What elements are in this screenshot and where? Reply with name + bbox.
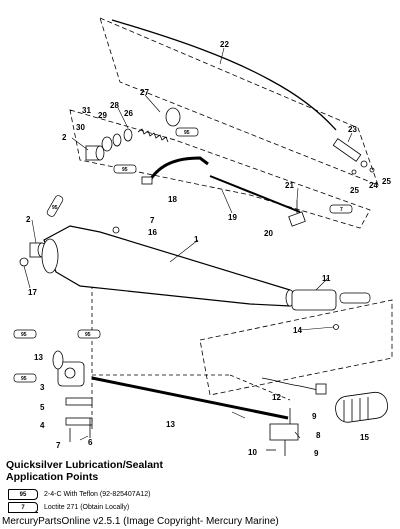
callout-1: 1 xyxy=(194,235,199,244)
tube-icon-5 xyxy=(13,329,37,339)
dashed-envelope-cable xyxy=(99,17,379,186)
screw-24 xyxy=(360,160,368,168)
tube-icon-7 xyxy=(77,329,101,339)
tube-icon-4 xyxy=(329,204,353,214)
callout-18: 18 xyxy=(168,195,177,204)
legend-title-line2: Application Points xyxy=(6,471,99,483)
callout-7b: 7 xyxy=(56,441,61,450)
tube-label-4: 7 xyxy=(340,207,343,213)
tube-icon-6 xyxy=(13,373,37,383)
dashed-leader-lower xyxy=(91,285,291,430)
dashed-envelope-housing xyxy=(69,109,371,229)
plate-4 xyxy=(65,417,93,426)
grip-tube-11 xyxy=(291,289,337,311)
legend-tube-icon: 95 xyxy=(8,489,38,500)
flex-cable-end xyxy=(141,176,153,185)
shift-cable-22 xyxy=(111,19,337,131)
callout-6: 6 xyxy=(88,438,93,447)
tube-icon-2 xyxy=(113,164,137,174)
callout-14: 14 xyxy=(293,326,302,335)
push-rod-19 xyxy=(209,175,301,213)
callout-5: 5 xyxy=(40,403,45,412)
callout-25a: 25 xyxy=(382,177,391,186)
callout-25b: 25 xyxy=(350,186,359,195)
cable-end-fitting-23 xyxy=(332,138,362,162)
tiller-housing-1 xyxy=(43,225,291,307)
tube-label-1: 95 xyxy=(184,130,190,136)
callout-15: 15 xyxy=(360,433,369,442)
callout-28: 28 xyxy=(110,101,119,110)
callout-9b: 9 xyxy=(314,449,319,458)
switch-wire-12 xyxy=(261,377,319,391)
nut-25a xyxy=(369,167,375,173)
legend-description: 2-4-C With Teflon (92-825407A12) xyxy=(44,491,151,498)
washer-29 xyxy=(112,133,122,147)
legend-title: Quicksilver Lubrication/Sealant Applicat… xyxy=(6,459,163,483)
screw-16 xyxy=(112,226,120,234)
callout-13a: 13 xyxy=(34,353,43,362)
washer-26 xyxy=(123,128,133,142)
switch-12 xyxy=(315,383,327,395)
callout-21: 21 xyxy=(285,181,294,190)
legend-divider xyxy=(8,512,38,513)
tube-label-5: 95 xyxy=(21,332,27,338)
callout-10: 10 xyxy=(248,448,257,457)
tube-icon-3 xyxy=(46,195,64,217)
screw-14 xyxy=(333,324,339,330)
housing-end xyxy=(41,238,59,274)
tube-label-2: 95 xyxy=(122,167,128,173)
connector-20 xyxy=(288,211,306,227)
clip-13a xyxy=(52,350,64,370)
shaft-13 xyxy=(91,376,289,420)
callout-27: 27 xyxy=(140,88,149,97)
callout-11: 11 xyxy=(322,274,331,283)
tube-icon-1 xyxy=(175,127,199,137)
plate-5 xyxy=(65,397,93,406)
tube-icon-8 xyxy=(339,292,371,304)
dashed-envelope-handle xyxy=(199,299,393,396)
grip-15 xyxy=(335,391,388,423)
washer-30 xyxy=(101,136,113,152)
tube-label-6: 95 xyxy=(21,376,27,382)
callout-3: 3 xyxy=(40,383,45,392)
callout-16: 16 xyxy=(148,228,157,237)
callout-24: 24 xyxy=(369,181,378,190)
nut-25b xyxy=(351,169,357,175)
callout-31: 31 xyxy=(82,106,91,115)
callout-2a: 2 xyxy=(62,133,67,142)
legend-title-line1: Quicksilver Lubrication/Sealant xyxy=(6,459,163,471)
callout-4: 4 xyxy=(40,421,45,430)
callout-13b: 13 xyxy=(166,420,175,429)
bracket-3-hole xyxy=(64,367,76,379)
callout-20: 20 xyxy=(264,229,273,238)
callout-7a: 7 xyxy=(150,216,155,225)
nut-17 xyxy=(19,257,29,267)
block-8 xyxy=(269,423,299,441)
callout-2b: 2 xyxy=(26,215,31,224)
callout-8: 8 xyxy=(316,431,321,440)
tube-label-3: 95 xyxy=(52,205,58,211)
callout-29: 29 xyxy=(98,111,107,120)
callout-30: 30 xyxy=(76,123,85,132)
callout-9a: 9 xyxy=(312,412,317,421)
callout-17: 17 xyxy=(28,288,37,297)
callout-22: 22 xyxy=(220,40,229,49)
spring-28 xyxy=(137,128,169,143)
flex-cable-18 xyxy=(148,156,209,181)
grip-15-ribs xyxy=(343,397,369,422)
callout-23: 23 xyxy=(348,125,357,134)
bracket-3 xyxy=(57,361,85,387)
callout-12: 12 xyxy=(272,393,281,402)
tube-label-7: 95 xyxy=(85,332,91,338)
copyright-footer: MercuryPartsOnline v2.5.1 (Image Copyrig… xyxy=(2,516,279,527)
callout-26: 26 xyxy=(124,109,133,118)
knob-27 xyxy=(165,107,181,127)
callout-19: 19 xyxy=(228,213,237,222)
bushing-2a-face xyxy=(95,145,105,161)
legend-row-95: 95 2-4-C With Teflon (92-825407A12) xyxy=(8,489,150,500)
legend-description: Loctite 271 (Obtain Locally) xyxy=(44,504,130,511)
